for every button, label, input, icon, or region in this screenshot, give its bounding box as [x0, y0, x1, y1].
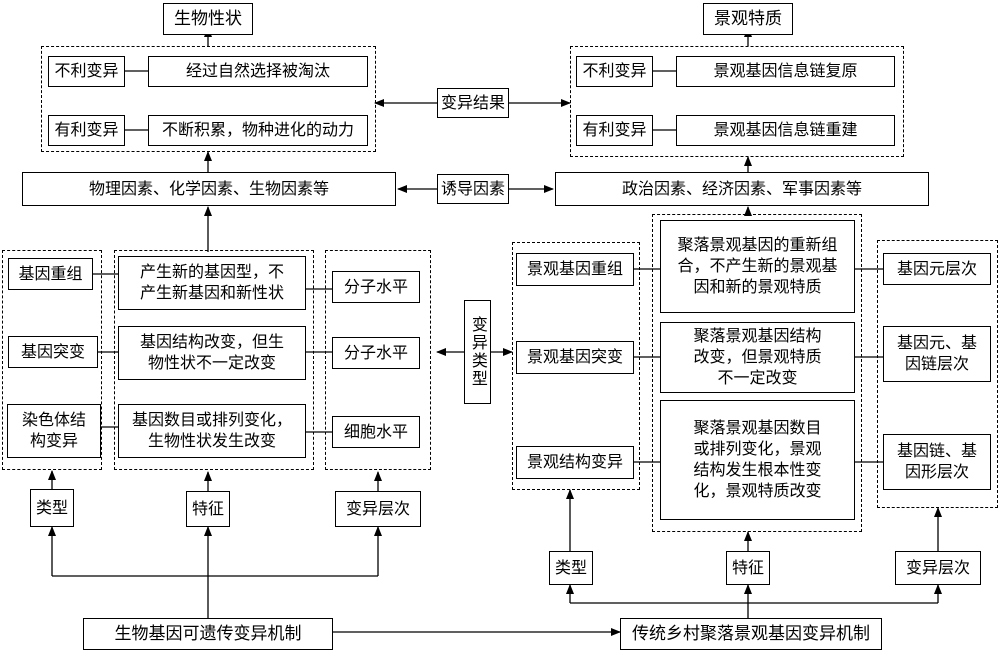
- right-factors-box: 政治因素、经济因素、军事因素等: [555, 172, 929, 206]
- left-level-2: 分子水平: [332, 337, 420, 369]
- left-favorable-type: 有利变异: [48, 115, 125, 146]
- right-type-mutation: 景观基因突变: [516, 341, 634, 374]
- right-type-structure: 景观结构变异: [516, 446, 634, 479]
- left-unfavorable-type: 不利变异: [48, 56, 125, 87]
- right-unfavorable-desc: 景观基因信息链复原: [676, 56, 895, 87]
- variation-type-box: 变异类型: [464, 300, 491, 404]
- right-feature-1: 聚落景观基因的重新组合，不产生新的景观基因和新的景观特质: [660, 220, 855, 313]
- right-type-label: 类型: [549, 551, 593, 585]
- left-feature-2: 基因结构改变，但生物性状不一定改变: [118, 326, 306, 380]
- right-favorable-type: 有利变异: [576, 115, 653, 146]
- left-trait-box: 生物性状: [163, 3, 253, 35]
- left-feature-label: 特征: [186, 491, 230, 527]
- right-types-group: [512, 242, 640, 490]
- left-type-mutation: 基因突变: [8, 336, 98, 368]
- right-unfavorable-type: 不利变异: [576, 56, 653, 87]
- right-feature-3: 聚落景观基因数目或排列变化，景观结构发生根本性变化，景观特质改变: [660, 400, 855, 520]
- right-results-group: [570, 46, 904, 157]
- left-features-group: [114, 250, 314, 470]
- variation-result-box: 变异结果: [437, 88, 509, 118]
- left-unfavorable-desc: 经过自然选择被淘汰: [148, 56, 368, 87]
- left-feature-3: 基因数目或排列变化，生物性状发生改变: [118, 404, 306, 458]
- left-level-3: 细胞水平: [332, 416, 420, 448]
- left-type-recombination: 基因重组: [8, 258, 93, 290]
- left-levels-group: [325, 250, 431, 470]
- right-type-recombination: 景观基因重组: [516, 253, 634, 286]
- inducing-factors-box: 诱导因素: [437, 174, 509, 204]
- left-factors-box: 物理因素、化学因素、生物因素等: [22, 172, 396, 206]
- right-mechanism-box: 传统乡村聚落景观基因变异机制: [620, 618, 882, 650]
- right-favorable-desc: 景观基因信息链重建: [676, 115, 895, 146]
- left-type-chromosome: 染色体结构变异: [7, 404, 101, 458]
- left-favorable-desc: 不断积累，物种进化的动力: [148, 115, 368, 146]
- left-results-group: [41, 46, 376, 152]
- right-levels-group: [877, 240, 998, 508]
- left-feature-1: 产生新的基因型，不产生新基因和新性状: [118, 256, 306, 310]
- right-level-label: 变异层次: [895, 551, 981, 585]
- left-level-1: 分子水平: [332, 271, 420, 303]
- right-feature-label: 特征: [726, 551, 770, 585]
- left-type-label: 类型: [30, 489, 74, 527]
- left-mechanism-box: 生物基因可遗传变异机制: [83, 618, 333, 650]
- right-features-group: [652, 214, 862, 532]
- right-level-1: 基因元层次: [883, 253, 991, 285]
- left-types-group: [2, 250, 102, 470]
- right-level-2: 基因元、基因链层次: [883, 326, 991, 382]
- right-quality-box: 景观特质: [703, 3, 793, 35]
- right-level-3: 基因链、基因形层次: [883, 434, 991, 490]
- left-level-label: 变异层次: [335, 491, 421, 527]
- right-feature-2: 聚落景观基因结构改变，但景观特质不一定改变: [660, 322, 855, 393]
